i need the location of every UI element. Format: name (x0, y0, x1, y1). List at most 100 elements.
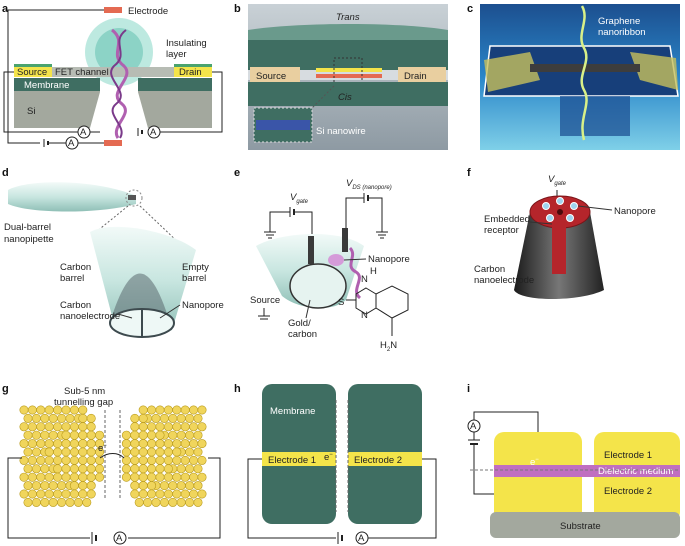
gold-atom (61, 455, 71, 465)
gold-atom (147, 447, 157, 457)
gold-atom (197, 405, 207, 415)
gold-atom (147, 455, 157, 465)
embedded-label-1: Embedded (484, 214, 530, 225)
gold-atom (86, 464, 96, 474)
source-label-e: Source (250, 295, 280, 306)
si-right (138, 80, 212, 128)
panel-b-letter: b (234, 3, 241, 15)
panel-i: i Electrode 1 Dielectric medium Electrod… (467, 383, 680, 538)
gold-atom (61, 489, 71, 499)
ammeter-h-label: A (358, 533, 365, 544)
vgate-label-e: Vgate (290, 192, 309, 205)
gold-atom (147, 422, 157, 432)
carbon-label-f-2: nanoelectrode (474, 275, 534, 286)
source-label: Source (17, 67, 47, 78)
ammeter-a-2 (147, 125, 161, 139)
gold-atom (31, 413, 41, 423)
gold-atom (23, 497, 33, 507)
membrane-bottom (248, 82, 448, 106)
gold-atom (163, 439, 173, 449)
membrane-label: Membrane (24, 80, 69, 91)
gold-atom (44, 447, 54, 457)
gold-atom (27, 405, 37, 415)
gold-atom (121, 447, 131, 457)
gold-atom (130, 481, 140, 491)
dual-barrel-nanopipette (8, 182, 136, 212)
atom-h2n: H2N (380, 340, 397, 353)
gold-atom (36, 472, 46, 482)
gold-atom (193, 430, 203, 440)
gold-atom (121, 464, 131, 474)
gold-atom (193, 413, 203, 423)
gold-atom (176, 497, 186, 507)
gold-atom (86, 439, 96, 449)
panel-g: g Sub-5 nm tunnelling gap e− A (2, 383, 221, 545)
gold-atom (69, 405, 79, 415)
gold-atom (78, 422, 88, 432)
gold-atom (155, 489, 165, 499)
gold-atom (121, 430, 131, 440)
panel-a-letter: a (2, 3, 9, 15)
gold-atom (151, 497, 161, 507)
gold-atom (138, 430, 148, 440)
electron-h: e− (324, 452, 333, 463)
carbon-label-f-1: Carbon (474, 264, 505, 275)
bottom-electrode (104, 140, 122, 146)
left-wire (7, 9, 104, 144)
gold-atom (31, 481, 41, 491)
gold-atom (78, 464, 88, 474)
gold-atom (180, 455, 190, 465)
gold-atom (31, 464, 41, 474)
panel-c: c Graphene nanoribbon (467, 3, 680, 150)
gold-atom (86, 481, 96, 491)
gold-atom (53, 439, 63, 449)
gold-label-1: Gold/ (288, 318, 311, 329)
panel-d-letter: d (2, 167, 9, 179)
gold-atom (53, 472, 63, 482)
gold-atom (138, 464, 148, 474)
gold-atom (69, 489, 79, 499)
gold-atom (61, 464, 71, 474)
gold-atom (69, 422, 79, 432)
top-electrode (104, 7, 122, 13)
gold-atom (23, 464, 33, 474)
electron-g: e− (98, 443, 107, 454)
gold-atom (86, 447, 96, 457)
ammeter-i-label: A (470, 421, 477, 432)
gold-atom (44, 455, 54, 465)
gold-atom (44, 489, 54, 499)
gold-atom (193, 447, 203, 457)
gold-atom (138, 439, 148, 449)
gold-atom (57, 481, 67, 491)
gold-atom (44, 405, 54, 415)
gold-atom (36, 455, 46, 465)
gold-atom (130, 413, 140, 423)
gold-atom (19, 472, 29, 482)
gold-atom (180, 405, 190, 415)
gold-atom (168, 430, 178, 440)
gold-atom (180, 422, 190, 432)
gold-atom (69, 439, 79, 449)
gold-atom (185, 413, 195, 423)
gold-atom (163, 464, 173, 474)
gold-atom (61, 430, 71, 440)
substrate-label: Substrate (560, 521, 601, 532)
gold-atom (159, 497, 169, 507)
gold-atom (19, 422, 29, 432)
gold-atom (163, 447, 173, 457)
gold-atom (78, 489, 88, 499)
carbon-barrel-label-1: Carbon (60, 262, 91, 273)
gold-atom (130, 447, 140, 457)
gold-atom (163, 472, 173, 482)
membrane-label-h: Membrane (270, 406, 315, 417)
ammeter-a-1 (77, 125, 91, 139)
gold-atom (23, 413, 33, 423)
vgate-label-f: Vgate (548, 174, 567, 187)
gold-atom (185, 497, 195, 507)
gold-atom (44, 472, 54, 482)
gold-atom (57, 497, 67, 507)
gold-atom (86, 430, 96, 440)
gold-atom (69, 472, 79, 482)
dna-strand-1 (110, 28, 129, 139)
gold-atom (31, 497, 41, 507)
